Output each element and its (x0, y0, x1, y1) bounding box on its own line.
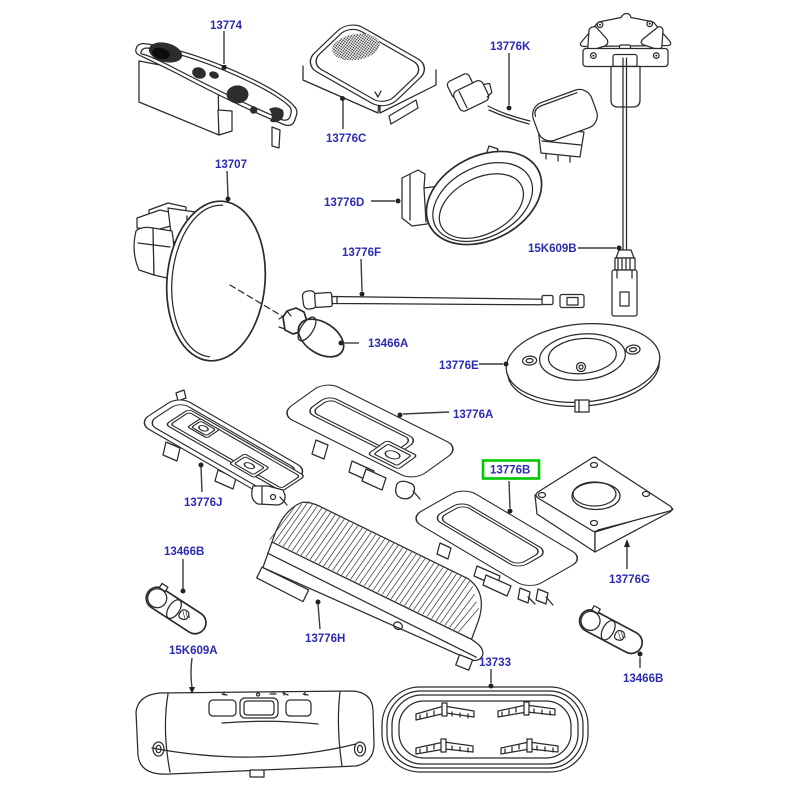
svg-text:13776E: 13776E (439, 360, 479, 372)
svg-text:13776J: 13776J (184, 497, 222, 509)
svg-text:13776K: 13776K (490, 41, 531, 53)
svg-text:15K609B: 15K609B (528, 243, 577, 255)
svg-text:13776G: 13776G (609, 574, 650, 586)
svg-text:13776H: 13776H (305, 633, 345, 645)
svg-text:15K609A: 15K609A (169, 645, 218, 657)
svg-text:13466A: 13466A (368, 338, 408, 350)
svg-text:13776C: 13776C (326, 133, 366, 145)
svg-text:13776A: 13776A (453, 409, 493, 421)
svg-text:13776B: 13776B (490, 465, 530, 477)
svg-text:13707: 13707 (215, 159, 247, 171)
svg-text:13733: 13733 (479, 657, 511, 669)
svg-text:13466B: 13466B (164, 546, 204, 558)
svg-text:13776D: 13776D (324, 197, 364, 209)
svg-text:13776F: 13776F (342, 247, 381, 259)
svg-text:13774: 13774 (210, 20, 243, 32)
svg-text:13466B: 13466B (623, 673, 663, 685)
